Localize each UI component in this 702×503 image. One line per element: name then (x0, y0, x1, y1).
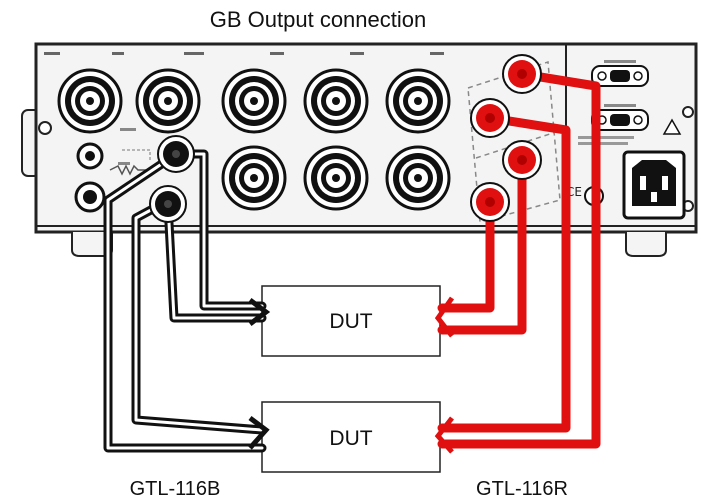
bnc-connector-icon (221, 145, 287, 211)
bnc-connector-icon (303, 68, 369, 134)
black-cable-arrow (248, 298, 271, 326)
screw-icon (682, 106, 694, 118)
bnc-connector-icon (135, 68, 201, 134)
bnc-connector-icon (303, 145, 369, 211)
red-terminal-icon (502, 54, 542, 94)
bnc-connector-icon (221, 68, 287, 134)
black-cable-arrow (248, 416, 270, 450)
red-cable-gtl116r (437, 69, 601, 449)
red-terminal-icon (470, 182, 510, 222)
screw-icon (38, 121, 52, 135)
bnc-connector-icon (385, 68, 451, 134)
diagram-title: GB Output connection (210, 7, 426, 32)
bnc-connector-icon (385, 145, 451, 211)
warning-icon (662, 118, 682, 135)
red-cable-arrow (434, 296, 455, 338)
red-cable-arrow (434, 416, 454, 454)
panel-foot-right (625, 232, 667, 257)
black-terminal-icon (157, 135, 195, 173)
black-terminal-icon (149, 185, 187, 223)
red-terminal-icon (502, 140, 542, 180)
dut-box-bottom (261, 401, 441, 473)
bnc-connector-icon (57, 68, 123, 134)
dut-top-label: DUT (329, 310, 372, 333)
guard-terminals (74, 142, 151, 213)
red-cable-label: GTL-116R (476, 478, 568, 500)
dut-bottom-label: DUT (329, 427, 372, 450)
black-cable-label: GTL-116B (130, 478, 221, 500)
red-terminal-icon (470, 98, 510, 138)
